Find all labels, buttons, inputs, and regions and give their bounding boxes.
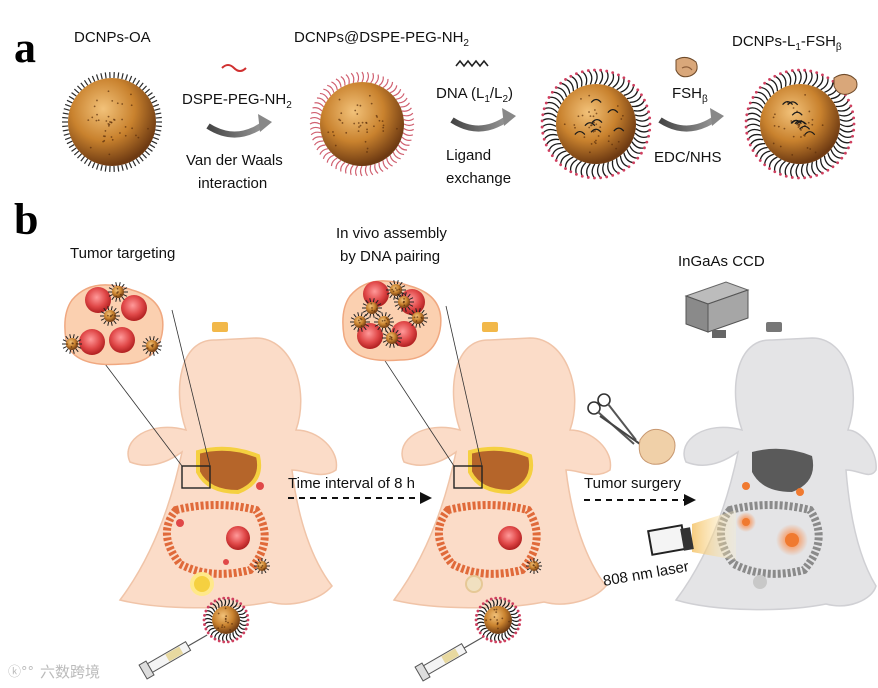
step2-reagent: DNA (L1/L2) xyxy=(436,85,513,105)
step1-line2: interaction xyxy=(198,175,267,192)
fsh-protein-icon xyxy=(676,57,697,76)
step2-line1: Ligand xyxy=(446,147,491,164)
dna-strand-icon xyxy=(456,61,488,66)
mouse2-label-line1: In vivo assembly xyxy=(336,225,447,242)
syringe-1-icon xyxy=(139,628,211,679)
step3-arrow xyxy=(660,118,716,129)
nanoparticle-fsh xyxy=(745,69,857,180)
arrow2-label: Tumor surgery xyxy=(584,475,681,492)
mouse-2-liver xyxy=(470,449,531,492)
nanoparticle-peg xyxy=(310,72,414,176)
step3-reagent: FSHβ xyxy=(672,85,708,105)
mouse-3 xyxy=(676,322,876,610)
stage1-label: DCNPs-OA xyxy=(74,29,151,46)
watermark-text: 六数跨境 xyxy=(40,663,100,681)
step3-line1: EDC/NHS xyxy=(654,149,722,166)
step3-arrowhead xyxy=(710,108,724,126)
watermark-logo-icon: ⓚ°° xyxy=(8,665,34,680)
step1-line1: Van der Waals xyxy=(186,152,283,169)
step2-line2: exchange xyxy=(446,170,511,187)
step1-reagent: DSPE-PEG-NH2 xyxy=(182,91,292,111)
mouse-2-nose xyxy=(482,322,498,332)
arrow2-head xyxy=(684,494,696,506)
mouse2-label-line2: by DNA pairing xyxy=(340,248,440,265)
mouse-1-bladder xyxy=(192,574,212,594)
step1-arrowhead xyxy=(258,114,272,132)
panel-a-label: a xyxy=(14,23,36,72)
laser-label: 808 nm laser xyxy=(602,558,690,590)
peg-chain-icon xyxy=(222,65,246,71)
mouse-1-nose xyxy=(212,322,228,332)
syringe-2-icon xyxy=(415,630,487,681)
mouse-2-tumor xyxy=(498,526,522,550)
mouse-3-glow-3 xyxy=(742,482,750,490)
mouse-2-bladder xyxy=(466,576,482,592)
ingaas-camera-icon xyxy=(686,282,748,338)
mouse-2 xyxy=(394,322,610,608)
nanoparticle-oa xyxy=(62,72,162,172)
excised-tumor-icon xyxy=(639,429,675,464)
mouse1-label: Tumor targeting xyxy=(70,245,175,262)
mouse-1 xyxy=(120,322,336,608)
panel-b-label: b xyxy=(14,195,38,244)
step1-arrow xyxy=(208,124,264,135)
step2-arrowhead xyxy=(502,108,516,126)
mouse3-label: InGaAs CCD xyxy=(678,253,765,270)
mouse-3-nose xyxy=(766,322,782,332)
arrow1-label: Time interval of 8 h xyxy=(288,475,415,492)
laser-icon xyxy=(648,510,736,560)
mouse-1-tumor xyxy=(226,526,250,550)
stage2-label: DCNPs@DSPE-PEG-NH2 xyxy=(294,29,469,49)
arrow1-head xyxy=(420,492,432,504)
mouse-3-glow-4 xyxy=(796,488,804,496)
stage4-label: DCNPs-L1-FSHβ xyxy=(732,33,842,53)
mouse-3-bladder xyxy=(753,575,767,589)
step2-arrow xyxy=(452,118,508,129)
watermark: ⓚ°° 六数跨境 xyxy=(8,663,100,681)
nanoparticle-dna xyxy=(541,69,652,180)
